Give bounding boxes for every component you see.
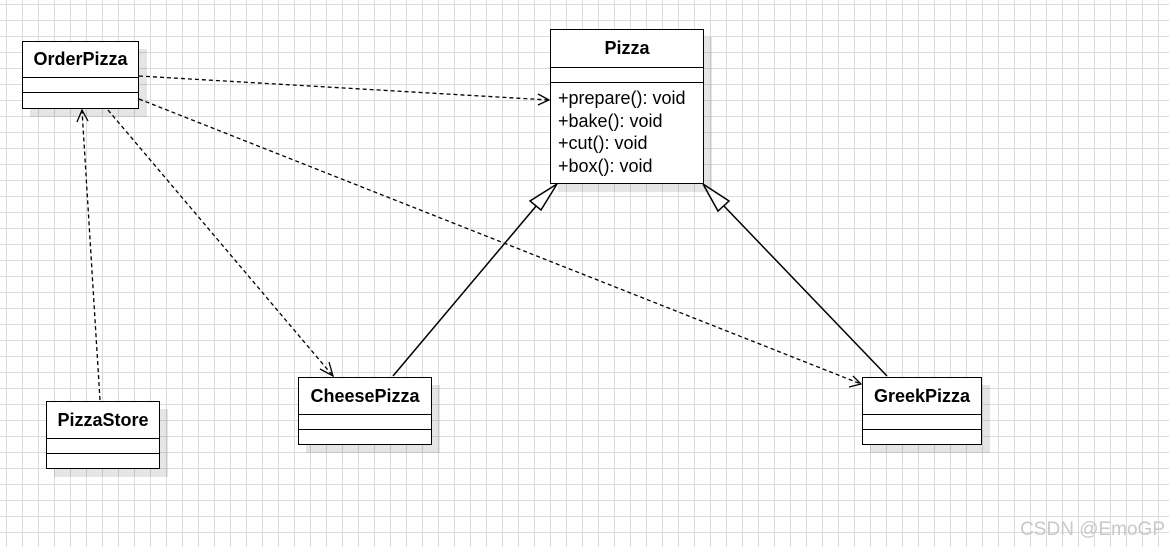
class-operations <box>23 93 138 107</box>
class-pizzastore[interactable]: PizzaStore <box>46 401 160 469</box>
generalization-greekpizza-to-pizza[interactable] <box>702 183 888 377</box>
class-name: PizzaStore <box>47 402 159 439</box>
class-attributes <box>23 78 138 93</box>
class-attributes <box>47 439 159 454</box>
class-name: GreekPizza <box>863 378 981 415</box>
class-name: OrderPizza <box>23 42 138 78</box>
operation-bake: +bake(): void <box>558 110 663 131</box>
dependency-pizzastore-to-orderpizza[interactable] <box>76 108 101 401</box>
class-name: CheesePizza <box>299 378 431 415</box>
watermark: CSDN @EmoGP <box>1020 519 1165 540</box>
operation-box: +box(): void <box>558 155 653 176</box>
class-pizza[interactable]: Pizza +prepare(): void +bake(): void +cu… <box>550 29 704 184</box>
class-operations <box>863 430 981 443</box>
dependency-orderpizza-to-cheesepizza[interactable] <box>107 109 335 378</box>
class-cheesepizza[interactable]: CheesePizza <box>298 377 432 445</box>
class-operations <box>299 430 431 443</box>
generalization-cheesepizza-to-pizza[interactable] <box>392 183 558 377</box>
operation-prepare: +prepare(): void <box>558 88 686 108</box>
class-greekpizza[interactable]: GreekPizza <box>862 377 982 445</box>
class-name: Pizza <box>551 30 703 68</box>
operation-cut: +cut(): void <box>558 133 648 153</box>
dependency-orderpizza-to-greekpizza[interactable] <box>138 98 863 388</box>
class-orderpizza[interactable]: OrderPizza <box>22 41 139 109</box>
class-attributes <box>299 415 431 430</box>
class-attributes <box>863 415 981 430</box>
class-attributes <box>551 68 703 83</box>
class-operations <box>47 454 159 467</box>
dependency-orderpizza-to-pizza[interactable] <box>138 75 551 106</box>
class-operations: +prepare(): void +bake(): void +cut(): v… <box>551 83 703 177</box>
